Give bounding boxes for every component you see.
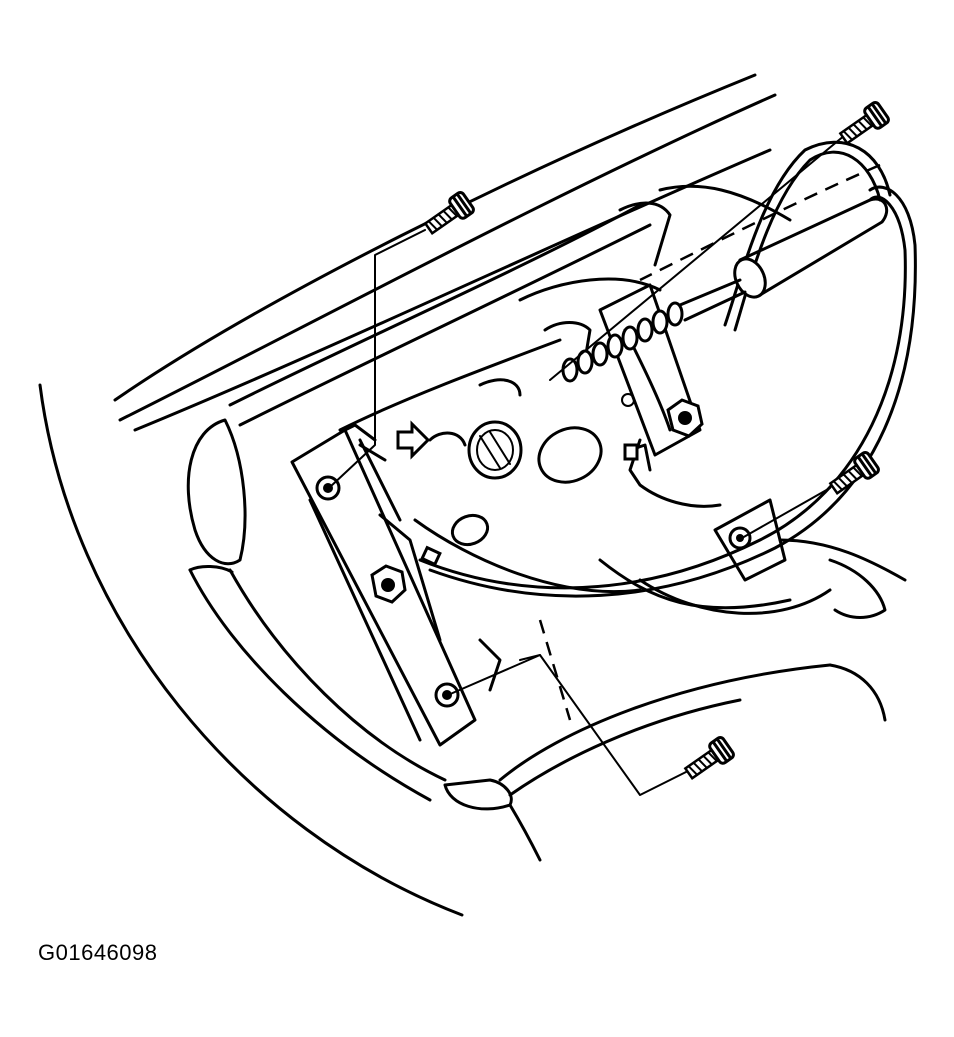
bottom-pad xyxy=(443,663,887,862)
leader-lines xyxy=(329,134,846,796)
left-bracket xyxy=(290,423,502,747)
spring-coil xyxy=(561,278,747,383)
right-housing xyxy=(598,538,907,619)
upper-housing xyxy=(113,73,792,432)
bolt-head-icon xyxy=(666,398,704,438)
screw-icon xyxy=(838,101,890,146)
screw-icon xyxy=(828,451,880,496)
alignment-dashed-line xyxy=(538,163,881,721)
screw-icon xyxy=(423,191,475,236)
arrow-right-icon xyxy=(396,420,431,460)
center-plate xyxy=(338,321,642,594)
bolt-head-icon xyxy=(370,564,407,604)
screw-icon xyxy=(683,736,735,781)
outer-arc xyxy=(38,383,464,917)
cable-icon xyxy=(418,140,917,598)
left-pad xyxy=(186,418,447,802)
figure-id-label: G01646098 xyxy=(38,940,158,965)
